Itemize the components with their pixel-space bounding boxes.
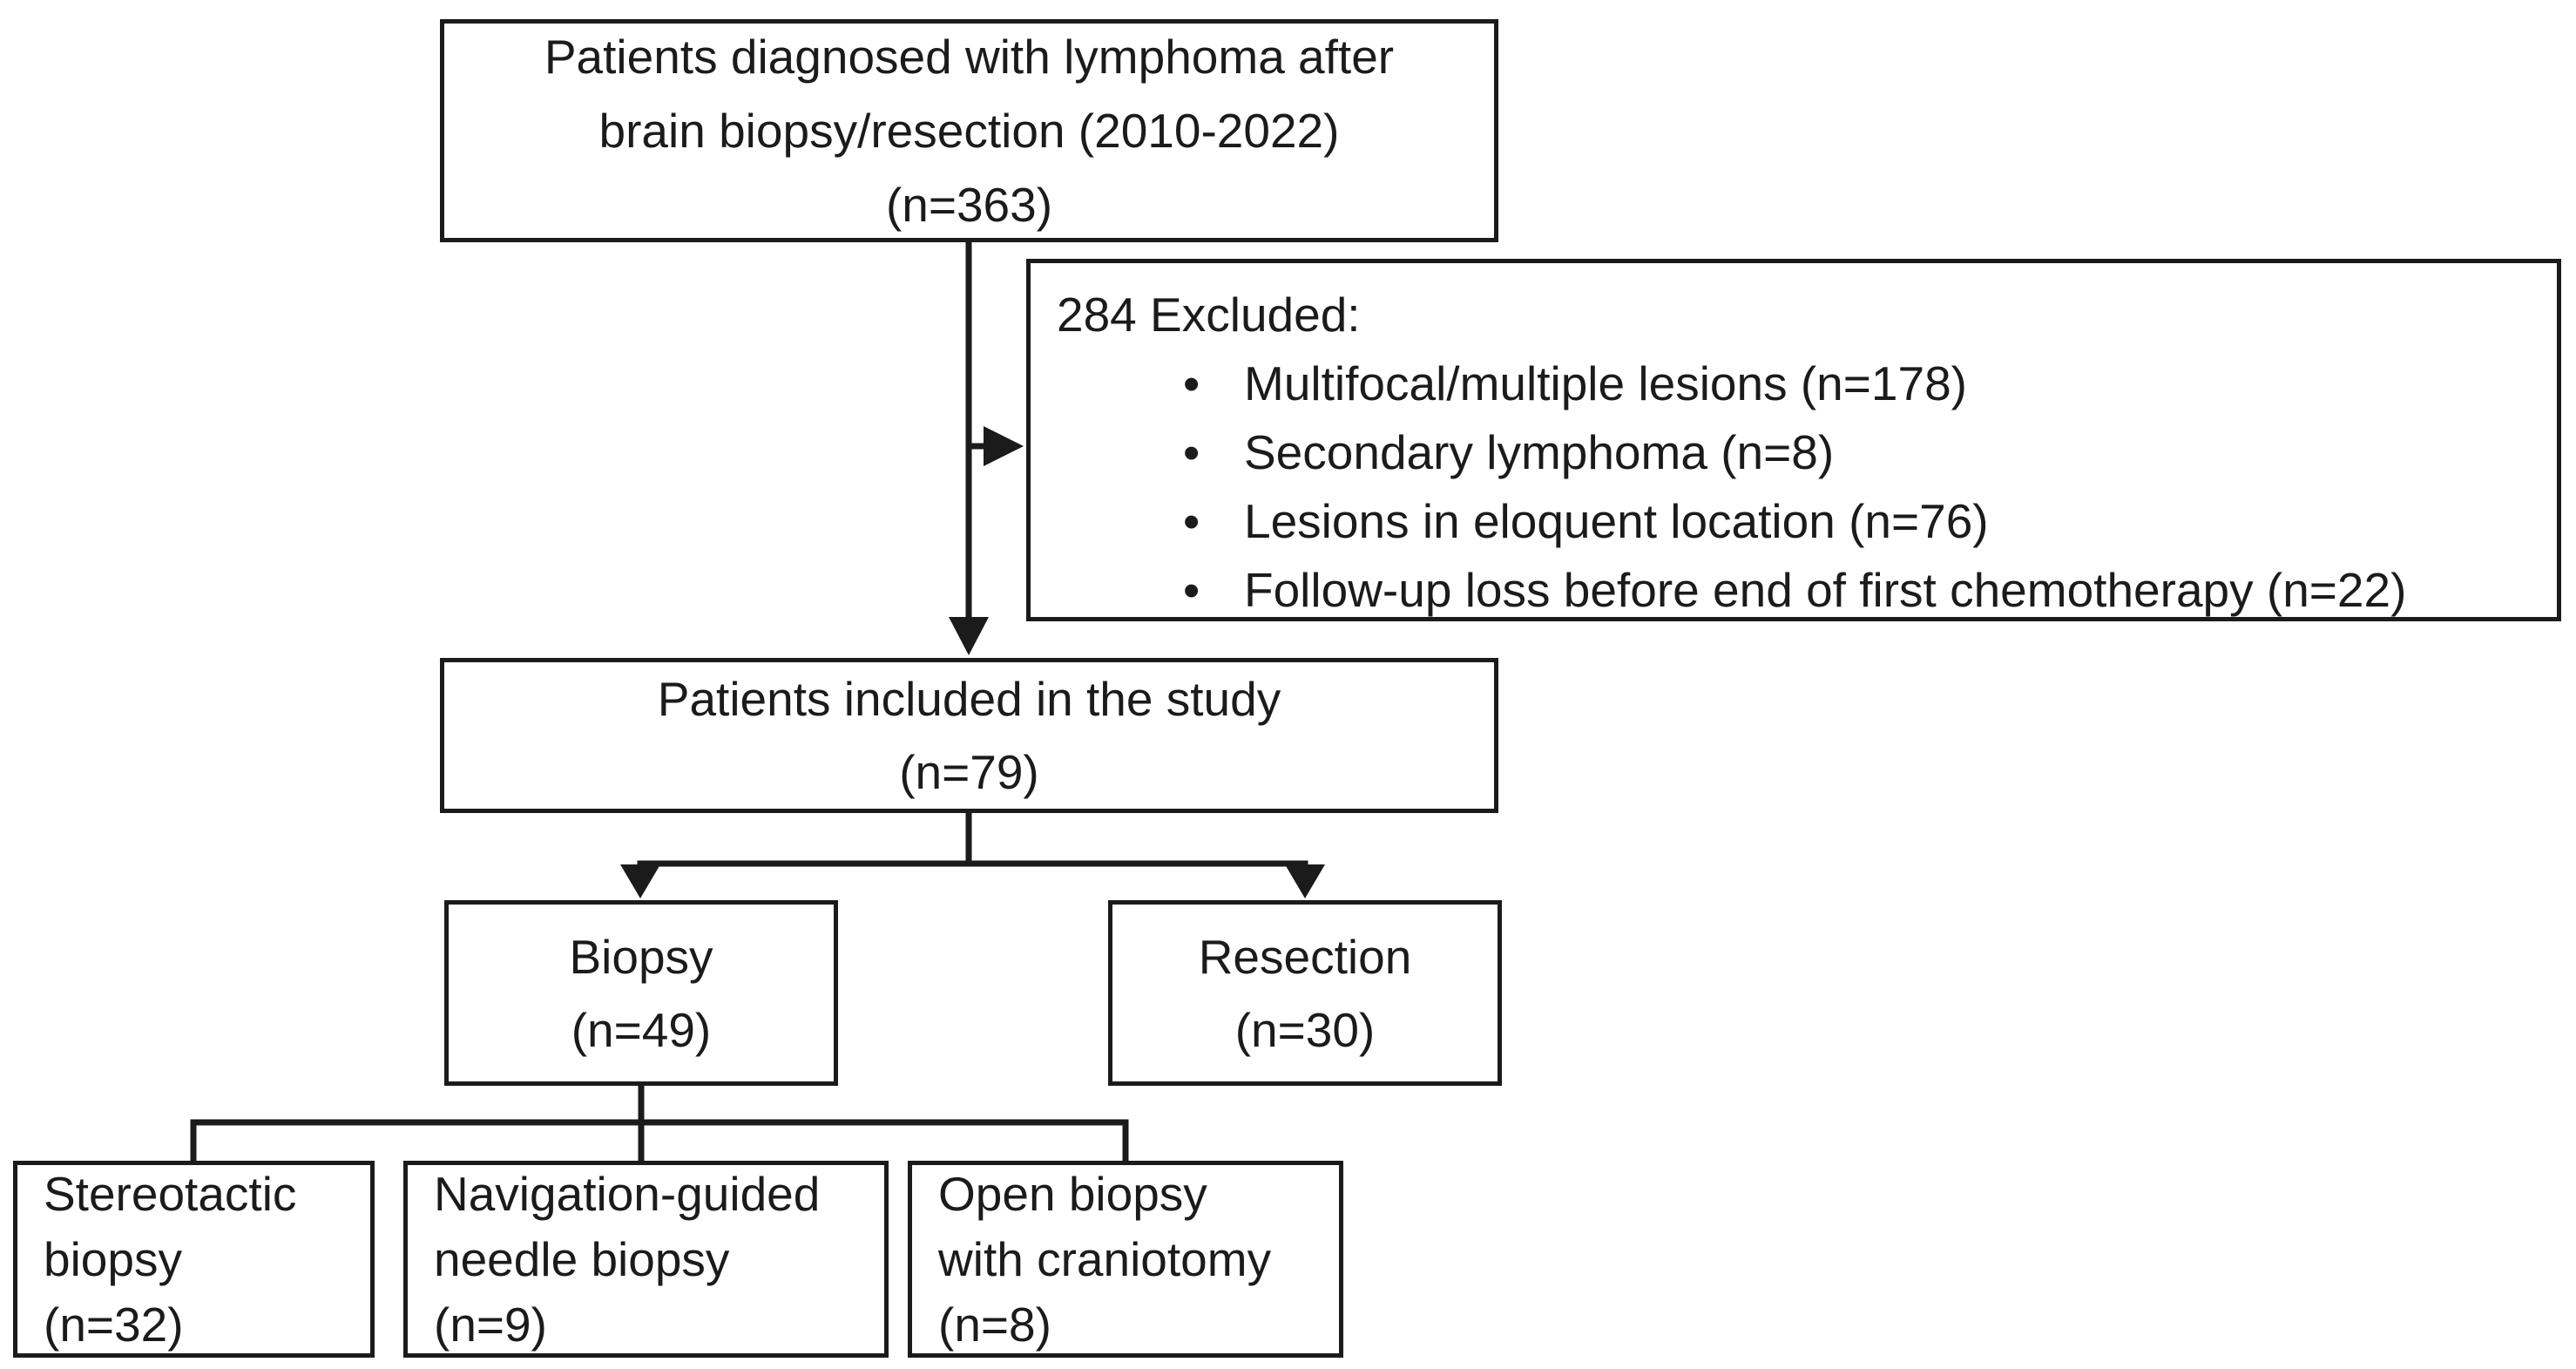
node-text-line: brain biopsy/resection (2010-2022)	[598, 103, 1340, 158]
node-stereotactic-biopsy: Stereotactic biopsy (n=32)	[13, 1161, 375, 1358]
node-text-line: Stereotactic	[44, 1166, 297, 1221]
node-text-line: needle biopsy	[434, 1231, 730, 1286]
node-count: (n=8)	[938, 1297, 1051, 1352]
bullet-icon: •	[1183, 563, 1200, 617]
node-count: (n=30)	[1234, 1002, 1376, 1057]
node-text-line: Navigation-guided	[434, 1166, 821, 1221]
node-count: (n=363)	[885, 177, 1053, 232]
node-text-line: Open biopsy	[938, 1166, 1207, 1221]
excluded-item: • Lesions in eloquent location (n=76)	[1183, 487, 2531, 556]
excluded-item: • Multifocal/multiple lesions (n=178)	[1183, 349, 2531, 418]
node-count: (n=79)	[899, 745, 1039, 799]
node-included-patients: Patients included in the study (n=79)	[440, 658, 1498, 813]
node-count: (n=49)	[571, 1002, 712, 1057]
excluded-item: • Secondary lymphoma (n=8)	[1183, 418, 2531, 487]
node-text-line: biopsy	[44, 1231, 182, 1286]
excluded-heading: 284 Excluded:	[1057, 288, 1361, 342]
excluded-item-text: Lesions in eloquent location (n=76)	[1244, 494, 1989, 548]
excluded-item-text: Multifocal/multiple lesions (n=178)	[1244, 356, 1967, 410]
node-text-line: with craniotomy	[938, 1231, 1272, 1286]
node-initial-patients: Patients diagnosed with lymphoma after b…	[440, 19, 1498, 242]
node-navigation-guided-biopsy: Navigation-guided needle biopsy (n=9)	[403, 1161, 889, 1358]
bullet-icon: •	[1183, 356, 1200, 410]
node-resection: Resection (n=30)	[1108, 900, 1502, 1086]
arrowhead-into-resection	[1285, 864, 1325, 898]
node-text-line: Patients included in the study	[657, 672, 1281, 726]
arrowhead-into-biopsy	[620, 864, 660, 898]
node-count: (n=32)	[44, 1297, 184, 1352]
node-biopsy: Biopsy (n=49)	[444, 900, 838, 1086]
excluded-item-text: Secondary lymphoma (n=8)	[1244, 425, 1835, 479]
bullet-icon: •	[1183, 425, 1200, 479]
node-excluded: 284 Excluded: • Multifocal/multiple lesi…	[1026, 259, 2561, 621]
connector-included-split	[637, 810, 1308, 871]
node-text-line: Resection	[1198, 929, 1412, 984]
arrowhead-into-excluded	[984, 426, 1024, 466]
excluded-item: • Follow-up loss before end of first che…	[1183, 556, 2531, 625]
node-text-line: Patients diagnosed with lymphoma after	[544, 29, 1395, 84]
excluded-item-text: Follow-up loss before end of first chemo…	[1244, 563, 2407, 617]
bullet-icon: •	[1183, 494, 1200, 548]
node-open-biopsy: Open biopsy with craniotomy (n=8)	[908, 1161, 1343, 1358]
arrowhead-into-included	[949, 617, 989, 655]
node-count: (n=9)	[434, 1297, 547, 1352]
connector-biopsy-split	[190, 1082, 1129, 1164]
node-text-line: Biopsy	[569, 929, 713, 984]
